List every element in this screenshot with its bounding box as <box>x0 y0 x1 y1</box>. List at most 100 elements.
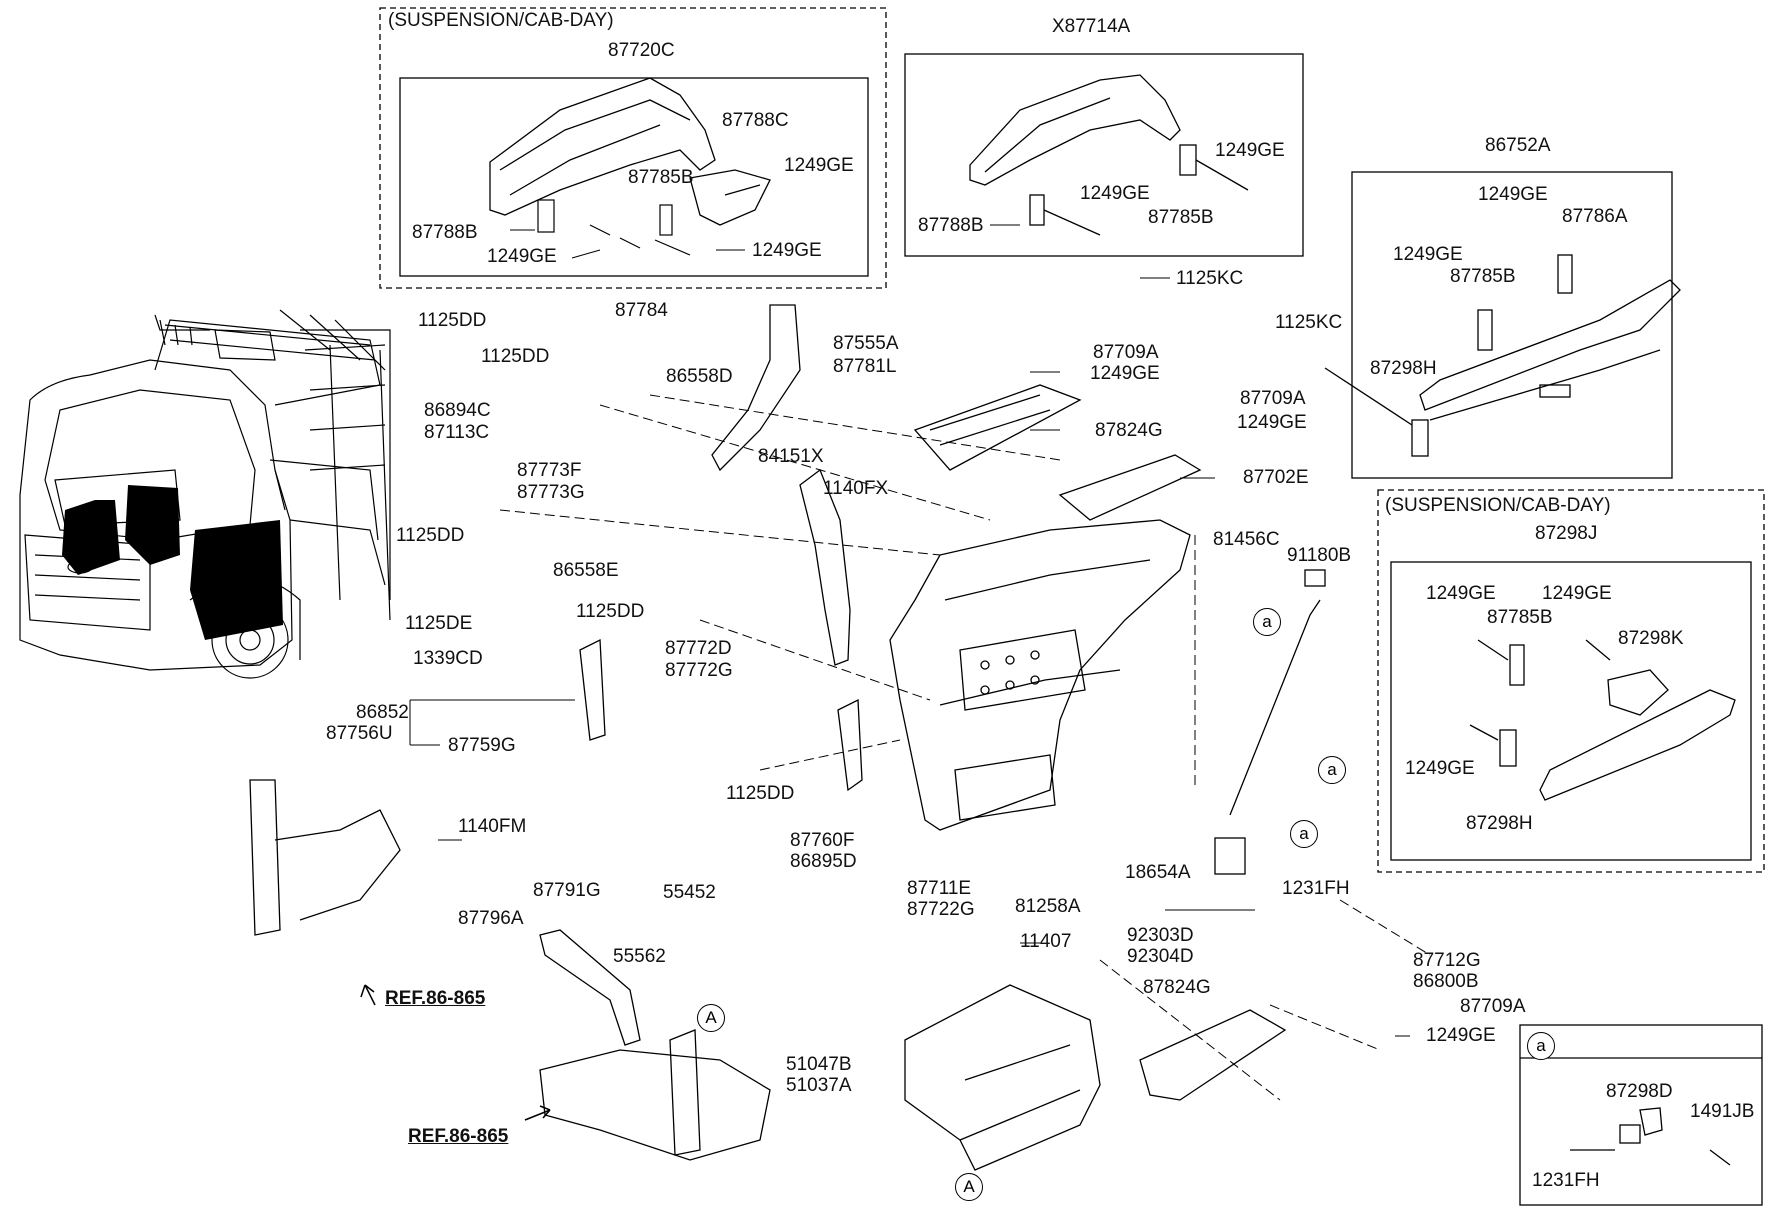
part-label: 1125DD <box>418 310 487 331</box>
part-label: 1249GE <box>1405 758 1475 779</box>
callout-a-2: a <box>1318 756 1346 784</box>
part-label: 1231FH <box>1282 878 1350 899</box>
truck-cab-illustration <box>19 309 391 679</box>
frame-bracket-87796A <box>249 779 401 936</box>
label-leaders <box>409 224 1410 1037</box>
part-label: 87773G <box>517 482 585 503</box>
fender-87298J <box>1469 639 1736 801</box>
part-label: 87785B <box>1487 607 1553 628</box>
step-box-51047B <box>904 984 1101 1171</box>
part-label: 86558D <box>666 366 733 387</box>
part-label: 1231FH <box>1532 1170 1600 1191</box>
cab-step-highlight <box>62 485 283 640</box>
part-label: 86895D <box>790 851 857 872</box>
title-suspension-cab-day-2: (SUSPENSION/CAB-DAY) <box>1385 495 1611 516</box>
part-label: 1125DD <box>481 346 550 367</box>
part-label: 1249GE <box>1426 1025 1496 1046</box>
part-label: 87788C <box>722 110 789 131</box>
part-label: 87722G <box>907 899 975 920</box>
fender-86752A <box>1324 254 1681 457</box>
part-label: 1249GE <box>752 240 822 261</box>
part-label: 1249GE <box>1215 140 1285 161</box>
part-label: 87788B <box>918 215 984 236</box>
part-label: 92303D <box>1127 925 1194 946</box>
part-label: 87772D <box>665 638 732 659</box>
part-label: 87760F <box>790 830 855 851</box>
ref-label-1[interactable]: REF.86-865 <box>385 988 486 1009</box>
part-label: 86800B <box>1413 971 1479 992</box>
bracket-87788C <box>689 169 771 226</box>
part-label: 87785B <box>628 167 694 188</box>
part-label: 81258A <box>1015 896 1081 917</box>
part-label: 1125DD <box>396 525 465 546</box>
part-label: 87720C <box>608 40 675 61</box>
bracket-87760F <box>837 698 863 792</box>
part-label: 1125KC <box>1176 268 1244 289</box>
part-label: 1249GE <box>1478 184 1548 205</box>
part-label: 86558E <box>553 560 619 581</box>
fender-cover-X87714A <box>969 74 1249 236</box>
part-label: 87298K <box>1618 628 1684 649</box>
part-label: 1125DD <box>576 601 645 622</box>
step-plate-87824G-top <box>913 384 1082 471</box>
detail-a-parts <box>1570 1107 1731 1166</box>
part-label: 51047B <box>786 1054 852 1075</box>
part-label: 87772G <box>665 660 733 681</box>
part-label: 87759G <box>448 735 516 756</box>
part-label: 1125DE <box>405 613 473 634</box>
part-label: 87298D <box>1606 1081 1673 1102</box>
part-label: 87786A <box>1562 206 1628 227</box>
frame-bracket-lower <box>539 1029 771 1161</box>
part-label: 87113C <box>424 422 490 443</box>
fender-cover-87720C <box>489 77 716 216</box>
part-label: 1249GE <box>1542 583 1612 604</box>
callout-a-3: a <box>1290 820 1318 848</box>
part-label: 87781L <box>833 356 897 377</box>
part-label: 87709A <box>1093 342 1159 363</box>
part-label: 87796A <box>458 908 524 929</box>
title-suspension-cab-day-1: (SUSPENSION/CAB-DAY) <box>388 10 614 31</box>
part-label: 87791G <box>533 880 601 901</box>
bracket-84151X <box>799 468 851 666</box>
callout-A-2: A <box>955 1173 983 1201</box>
part-label: 87298J <box>1535 523 1598 544</box>
part-label: 87773F <box>517 460 582 481</box>
part-label: 18654A <box>1125 862 1191 883</box>
callout-A-1: A <box>697 1004 725 1032</box>
leader-lines <box>499 394 1431 1101</box>
part-label: 11407 <box>1020 931 1072 952</box>
frame-bracket-87791G <box>539 929 641 1046</box>
part-label: 87712G <box>1413 950 1481 971</box>
part-label: 87784 <box>615 300 668 321</box>
part-label: 87824G <box>1095 420 1163 441</box>
part-label: 1140FM <box>458 816 527 837</box>
part-label: 86894C <box>424 400 491 421</box>
part-label: 87785B <box>1450 266 1516 287</box>
part-label: 84151X <box>758 446 824 467</box>
part-label: 1249GE <box>1080 183 1150 204</box>
part-label: 51037A <box>786 1075 852 1096</box>
bracket-87555A <box>711 304 801 472</box>
part-label: 1249GE <box>1426 583 1496 604</box>
part-label: 1491JB <box>1690 1101 1755 1122</box>
part-label: 87709A <box>1460 996 1526 1017</box>
ref-label-2[interactable]: REF.86-865 <box>408 1126 509 1147</box>
title-group-X87714A: X87714A <box>1052 16 1131 37</box>
part-label: 1249GE <box>1090 363 1160 384</box>
part-label: 87788B <box>412 222 478 243</box>
part-label: 87824G <box>1143 977 1211 998</box>
part-label: 1339CD <box>413 648 483 669</box>
part-label: 1249GE <box>487 246 557 267</box>
step-plate-87824G-bottom <box>1139 1009 1287 1101</box>
callout-a-4: a <box>1527 1032 1555 1060</box>
part-label: 87709A <box>1240 388 1306 409</box>
part-label: 86852 <box>356 702 409 723</box>
callout-a-1: a <box>1253 608 1281 636</box>
bolts-87720C <box>537 184 761 256</box>
part-label: 87711E <box>907 878 972 899</box>
part-label: 1140FX <box>823 478 889 499</box>
main-step-frame <box>889 519 1191 831</box>
part-label: 1125KC <box>1275 312 1343 333</box>
part-label: 92304D <box>1127 946 1194 967</box>
